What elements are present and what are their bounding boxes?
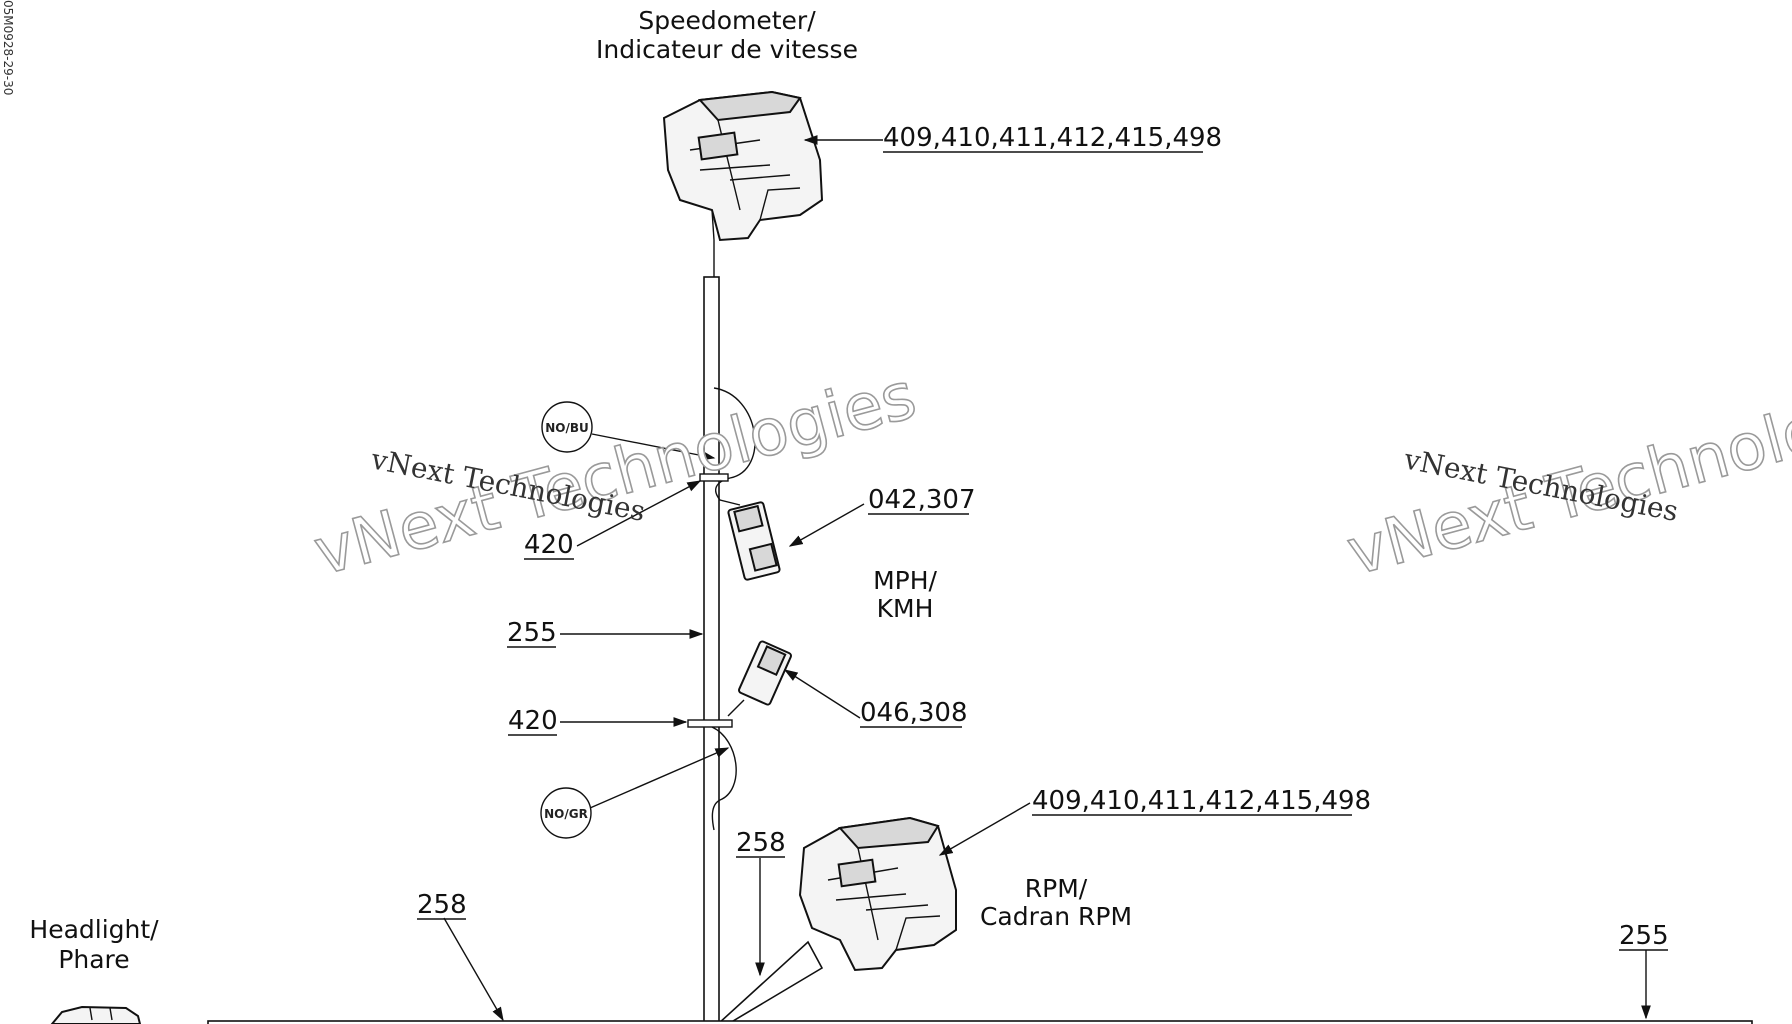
ref-tie-lower: 420 [508, 706, 558, 736]
wire-color-badge-lower: NO/GR [540, 787, 592, 839]
mph-connector-lower [738, 640, 792, 706]
rpm-branch [716, 940, 824, 1024]
speedometer-connector [662, 90, 824, 242]
speedometer-label-2: Indicateur de vitesse [596, 35, 858, 64]
mph-label-2: KMH [877, 594, 934, 623]
ref-harness-right: 255 [1619, 921, 1669, 951]
watermark-left: vNext Technologies vNext Technologies [306, 358, 924, 591]
cable-tie-upper [699, 473, 729, 482]
svg-text:409,410,411,412,415,498: 409,410,411,412,415,498 [1032, 786, 1371, 816]
svg-text:420: 420 [508, 706, 558, 736]
ref-mph-connector-lower: 046,308 [860, 698, 968, 728]
ref-mph-connector-upper: 042,307 [868, 485, 976, 515]
svg-text:255: 255 [1619, 921, 1669, 951]
bottom-harness [207, 1020, 1753, 1024]
svg-text:255: 255 [507, 618, 557, 648]
headlight-label-1: Headlight/ [29, 915, 159, 944]
mph-label-1: MPH/ [873, 566, 937, 595]
ref-harness-main: 255 [507, 618, 557, 648]
ref-rpm-connector: 409,410,411,412,415,498 [1032, 786, 1371, 816]
svg-text:042,307: 042,307 [868, 485, 976, 515]
ref-tie-upper: 420 [524, 530, 574, 560]
speedometer-label-1: Speedometer/ [638, 6, 816, 35]
rpm-label-2: Cadran RPM [980, 902, 1132, 931]
lower-wire-loop [711, 726, 737, 831]
headlight-label-2: Phare [58, 945, 129, 974]
mph-connector-upper [727, 501, 781, 581]
svg-text:420: 420 [524, 530, 574, 560]
svg-text:409,410,411,412,415,498: 409,410,411,412,415,498 [883, 123, 1222, 153]
svg-text:258: 258 [417, 890, 467, 920]
main-harness [703, 276, 720, 1024]
svg-text:NO/BU: NO/BU [545, 421, 589, 435]
cable-tie-lower [687, 719, 733, 728]
rpm-label-1: RPM/ [1025, 874, 1088, 903]
svg-text:NO/GR: NO/GR [544, 807, 588, 821]
rpm-connector [798, 816, 957, 972]
ref-branch-rpm: 258 [736, 828, 786, 858]
watermark-right: vNext Technologies vNext Technologies [1339, 358, 1792, 591]
svg-text:258: 258 [736, 828, 786, 858]
ref-branch-left: 258 [417, 890, 467, 920]
wire-color-badge-upper: NO/BU [541, 401, 593, 453]
ref-speedo-connector: 409,410,411,412,415,498 [883, 123, 1222, 153]
svg-text:046,308: 046,308 [860, 698, 968, 728]
upper-wire-loop [713, 387, 756, 506]
headlight-connector [50, 1005, 142, 1024]
diagram-code: 05M0928-29-30 [1, 0, 15, 95]
